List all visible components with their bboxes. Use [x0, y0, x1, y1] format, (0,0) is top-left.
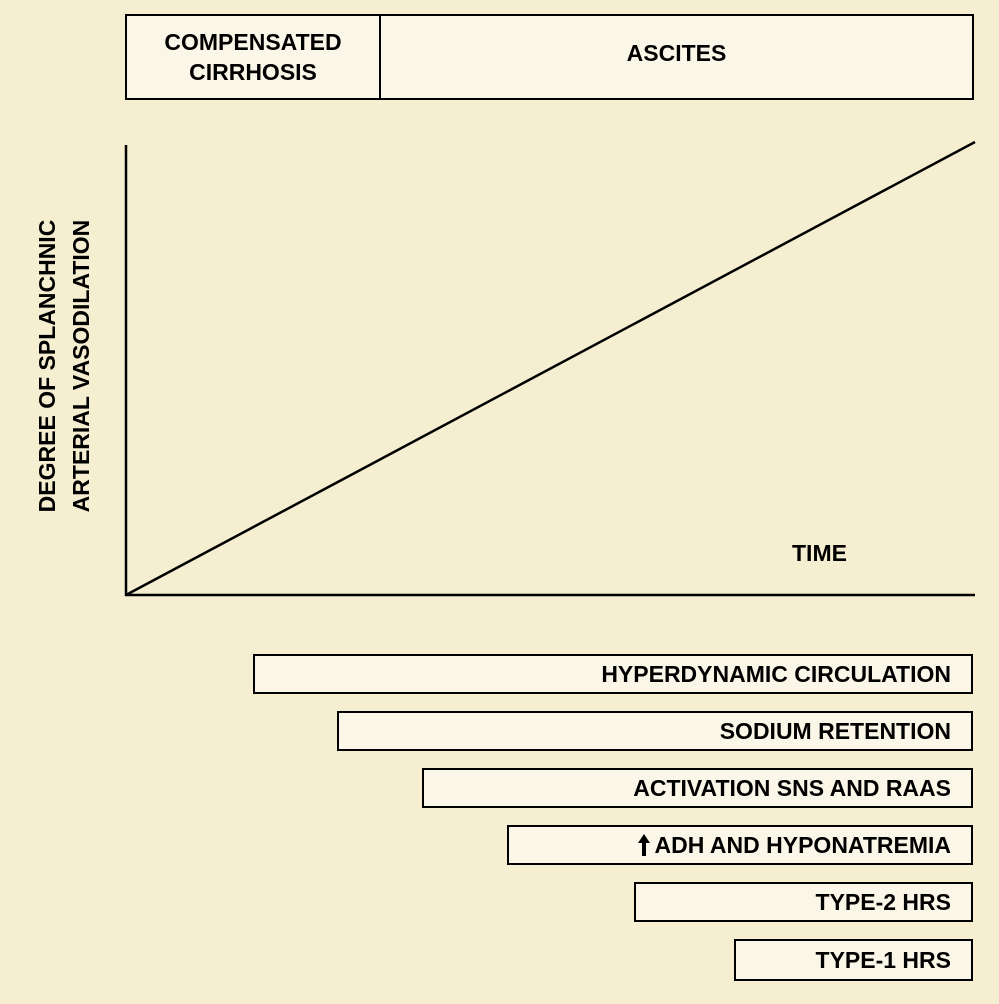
event-label: ACTIVATION SNS AND RAAS [633, 774, 951, 801]
event-label: TYPE-2 HRS [815, 888, 951, 915]
event-activation-sns-raas: ACTIVATION SNS AND RAAS [422, 768, 973, 808]
event-label: HYPERDYNAMIC CIRCULATION [601, 660, 951, 687]
vasodilation-plot [124, 140, 976, 597]
stage-ascites: ASCITES [626, 40, 727, 66]
event-type2-hrs: TYPE-2 HRS [634, 882, 973, 922]
event-label: TYPE-1 HRS [815, 946, 951, 973]
event-sodium-retention: SODIUM RETENTION [337, 711, 973, 751]
event-label: SODIUM RETENTION [719, 717, 951, 744]
x-axis-label: TIME [792, 540, 847, 566]
event-type1-hrs: TYPE-1 HRS [734, 939, 973, 981]
stage-compensated-cirrhosis: COMPENSATED CIRRHOSIS [127, 16, 381, 98]
event-adh-hyponatremia: ADH AND HYPONATREMIA [507, 825, 973, 865]
event-hyperdynamic-circulation: HYPERDYNAMIC CIRCULATION [253, 654, 973, 694]
event-label: ADH AND HYPONATREMIA [654, 831, 951, 858]
up-arrow-icon [637, 834, 650, 856]
stage-bar: COMPENSATED CIRRHOSIS ASCITES [125, 14, 974, 100]
vasodilation-trend-line [125, 140, 976, 597]
